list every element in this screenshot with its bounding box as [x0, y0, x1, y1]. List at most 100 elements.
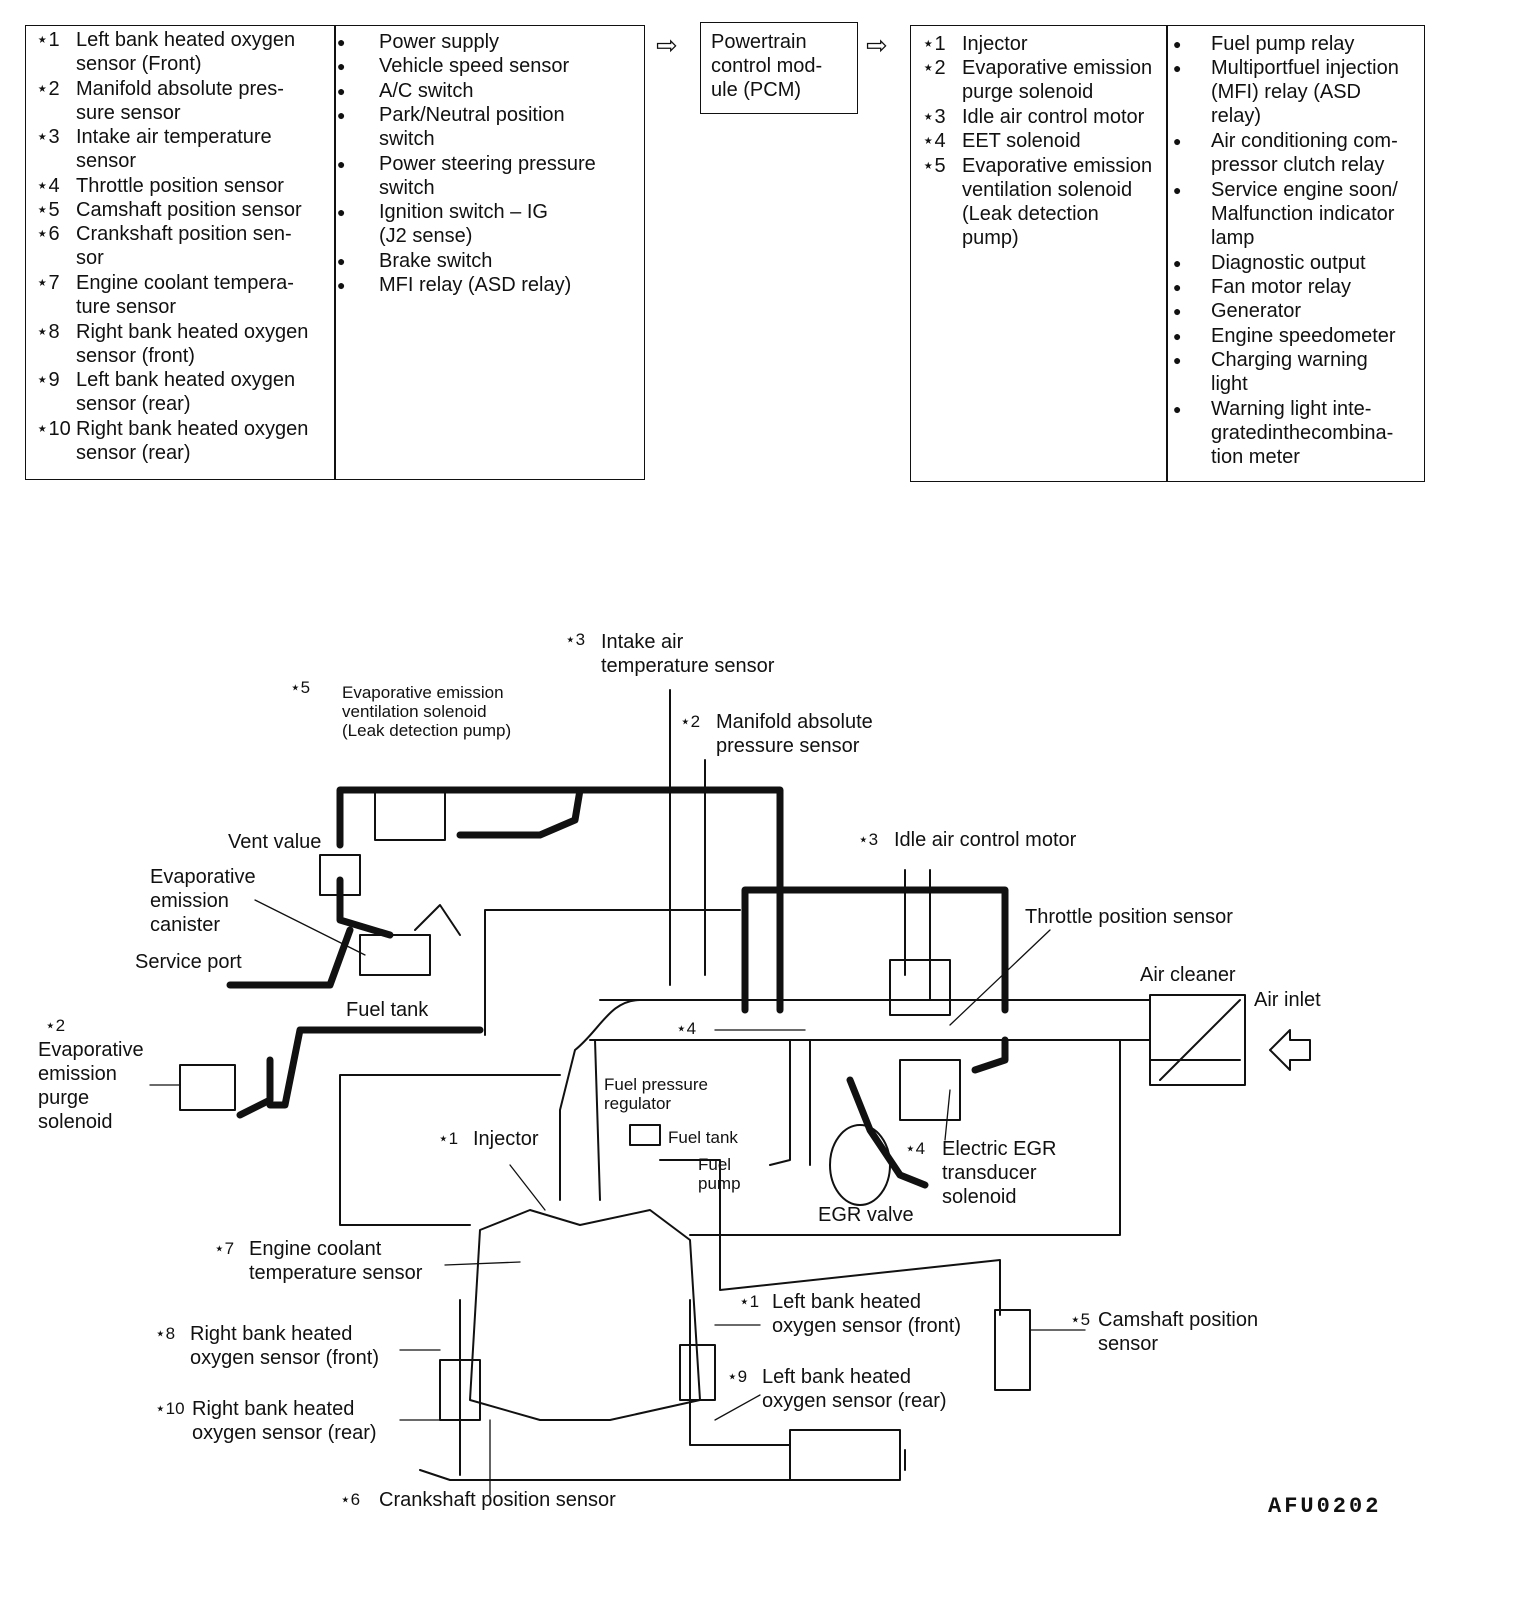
- actuator-number: ⋆1: [922, 33, 946, 55]
- output-item: ●Charging warning light: [1173, 348, 1368, 396]
- cmp-label: Camshaft position sensor: [1098, 1309, 1259, 1355]
- vent-valve: [319, 854, 361, 896]
- sensor-text: Intake air temperature sensor: [76, 126, 272, 173]
- bullet-icon: ●: [337, 34, 346, 50]
- sensor-number: ⋆9: [36, 369, 60, 392]
- bullet-icon: ●: [1173, 400, 1182, 417]
- components: [179, 789, 1311, 1481]
- egr-transducer: [899, 1059, 961, 1121]
- bullet-icon: ●: [337, 106, 346, 123]
- input-item-text: Power supply: [379, 31, 500, 53]
- sensor-row: ⋆2 Manifold absolute pres- sure sensor: [36, 77, 284, 125]
- sensor-text: Throttle position sensor: [76, 174, 284, 197]
- input-item: ● Brake switch: [337, 249, 492, 273]
- service-port-label: Service port: [135, 951, 242, 973]
- output-item: ● Warning light inte- gratedinthecombina-…: [1173, 397, 1393, 469]
- bullet-icon: ●: [337, 155, 346, 172]
- rbo2f-num: ⋆8: [155, 1324, 176, 1343]
- actuator-row: ⋆1 Injector: [922, 32, 1028, 56]
- output-item: ●Fan motor relay: [1173, 275, 1351, 299]
- tps-label: Throttle position sensor: [1025, 906, 1233, 928]
- output-item: ●Service engine soon/ Malfunction indica…: [1173, 178, 1398, 250]
- air-cleaner-box: [1149, 994, 1246, 1086]
- sensor-text: Right bank heated oxygen sensor (front): [76, 320, 309, 367]
- bullet-icon: ●: [337, 252, 346, 269]
- lbo2f-label: Left bank heated oxygen sensor (front): [772, 1291, 961, 1337]
- output-item-text: Warning light inte- gratedinthecombina- …: [1211, 397, 1394, 468]
- input-item-text: MFI relay (ASD relay): [379, 274, 572, 296]
- rbo2f-label: Right bank heated oxygen sensor (front): [190, 1323, 379, 1369]
- input-item-text: Brake switch: [379, 249, 493, 272]
- actuator-number: ⋆2: [922, 57, 946, 80]
- output-table-divider: [1166, 25, 1168, 482]
- egr-valve-label: EGR valve: [818, 1204, 914, 1226]
- sensor-text: Left bank heated oxygen sensor (Front): [76, 29, 296, 75]
- output-item-text: Multiportfuel injection (MFI) relay (ASD…: [1211, 57, 1399, 128]
- purge-num: ⋆2: [45, 1016, 66, 1035]
- sensor-row: ⋆8 Right bank heated oxygen sensor (front…: [36, 320, 308, 368]
- flow-arrow-icon: ⇨: [656, 30, 678, 60]
- canister-label: Evaporative emission canister: [150, 866, 256, 936]
- cmp-num: ⋆5: [1070, 1310, 1091, 1329]
- pipes: [339, 689, 1241, 1481]
- iat-num: ⋆3: [565, 630, 586, 649]
- eet-num: ⋆4: [676, 1019, 697, 1038]
- output-item: ●Generator: [1173, 299, 1301, 323]
- output-item: ● Diagnostic output: [1173, 251, 1366, 275]
- sensor-number: ⋆8: [36, 320, 60, 343]
- bullet-icon: ●: [1173, 181, 1182, 198]
- bullet-icon: ●: [1173, 254, 1182, 271]
- sensor-number: ⋆3: [36, 126, 60, 149]
- figure-code: AFU0202: [1268, 1494, 1382, 1519]
- actuator-text: Evaporative emission purge solenoid: [962, 57, 1153, 104]
- output-item: ●Fuel pump relay: [1173, 32, 1354, 56]
- air-inlet-label: Air inlet: [1254, 989, 1321, 1011]
- lbo2r-label: Left bank heated oxygen sensor (rear): [762, 1366, 947, 1412]
- ckp-num: ⋆6: [340, 1490, 361, 1509]
- bullet-icon: ●: [1173, 36, 1182, 52]
- input-item-text: Park/Neutral position switch: [379, 103, 565, 150]
- map-label: Manifold absolute pressure sensor: [716, 711, 873, 757]
- output-item: ●Engine speedometer: [1173, 324, 1396, 348]
- ckp-label: Crankshaft position sensor: [379, 1489, 616, 1511]
- input-item: ● Park/Neutral position switch: [337, 103, 565, 151]
- rbo2r-num: ⋆10: [155, 1399, 185, 1418]
- sensor-text: Manifold absolute pres- sure sensor: [76, 77, 284, 124]
- ect-num: ⋆7: [214, 1239, 235, 1258]
- output-item-text: Generator: [1211, 300, 1302, 323]
- actuator-text: Injector: [962, 33, 1028, 55]
- fpr-label: Fuel pressure regulator: [604, 1075, 708, 1113]
- output-item-text: Charging warning light: [1211, 348, 1368, 395]
- air-filter-element: [1159, 999, 1241, 1081]
- bullet-icon: ●: [337, 277, 346, 293]
- flow-arrow-icon: ⇨: [866, 30, 888, 60]
- sensor-row: ⋆3 Intake air temperature sensor: [36, 125, 272, 173]
- fuel-pump-small: [629, 1124, 661, 1146]
- rbo2r-label: Right bank heated oxygen sensor (rear): [192, 1398, 377, 1444]
- output-item: ●Air conditioning com- pressor clutch re…: [1173, 129, 1398, 177]
- bullet-icon: ●: [1173, 133, 1182, 150]
- output-item-text: Diagnostic output: [1211, 251, 1366, 274]
- input-table-divider: [334, 25, 336, 480]
- injector-num: ⋆1: [438, 1129, 459, 1148]
- sensor-number: ⋆2: [36, 77, 60, 100]
- sensor-text: Camshaft position sensor: [76, 199, 302, 222]
- input-item-text: Vehicle speed sensor: [379, 55, 570, 78]
- output-item-text: Fan motor relay: [1211, 276, 1352, 298]
- bullet-icon: ●: [1173, 327, 1182, 344]
- evap-vent-label: Evaporative emission ventilation solenoi…: [342, 683, 512, 740]
- sensor-number: ⋆10: [36, 417, 71, 440]
- input-item-text: Ignition switch – IG (J2 sense): [379, 201, 548, 248]
- iat-label: Intake air temperature sensor: [601, 631, 775, 677]
- input-item: ●Power steering pressure switch: [337, 152, 596, 200]
- injector-label: Injector: [473, 1128, 539, 1150]
- sensor-text: Engine coolant tempera- ture sensor: [76, 272, 294, 318]
